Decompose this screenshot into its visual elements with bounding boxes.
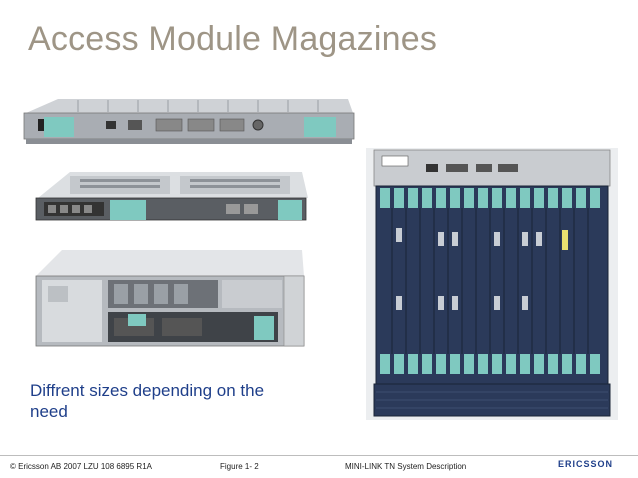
- ericsson-logo: ERICSSON: [557, 459, 613, 469]
- footer-copyright: © Ericsson AB 2007 LZU 108 6895 R1A: [10, 462, 152, 471]
- footer-description: MINI-LINK TN System Description: [345, 462, 467, 471]
- footer-figure: Figure 1- 2: [220, 462, 259, 471]
- medium-magazine-image: [35, 172, 308, 221]
- slide-title: Access Module Magazines: [28, 20, 438, 58]
- footer-divider: [0, 455, 638, 456]
- large-magazine-image: [35, 250, 305, 347]
- small-magazine-image: [23, 99, 355, 144]
- caption-text: Diffrent sizes depending on the need: [30, 381, 265, 421]
- full-rack-magazine-image: [366, 148, 618, 420]
